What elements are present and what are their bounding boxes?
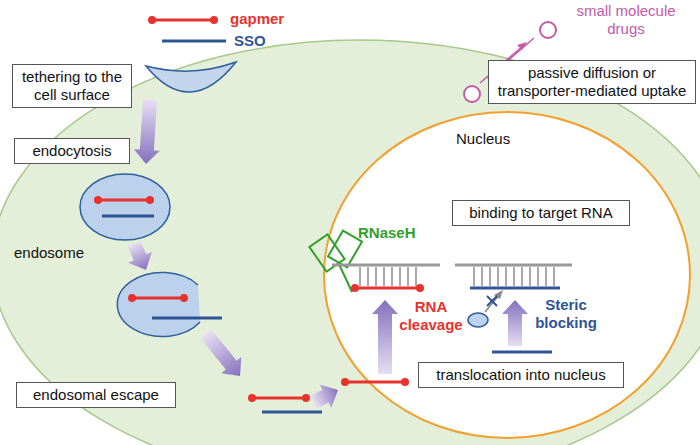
box-text: endosomal escape xyxy=(22,386,170,404)
nucleus-label: Nucleus xyxy=(456,130,510,147)
step-box: tethering to the cell surface xyxy=(12,64,132,108)
enzyme-label-text: RNaseH xyxy=(358,224,416,241)
step-box: endocytosis xyxy=(14,138,130,164)
enzyme-label: RNaseH xyxy=(358,224,416,242)
organelle-label: endosome xyxy=(14,244,84,262)
box-text: endocytosis xyxy=(20,142,124,160)
process-arrow xyxy=(128,241,152,270)
nucleus-outline xyxy=(322,110,692,440)
oligo-label: SSO xyxy=(234,32,266,50)
step-box: endosomal escape xyxy=(16,382,176,408)
process-arrow xyxy=(311,385,338,409)
mechanism-label: Steric blocking xyxy=(530,296,602,332)
process-arrow xyxy=(502,300,528,346)
oligo-label-text: SSO xyxy=(234,32,266,49)
nucleus-ellipse: Nucleus binding to target RNA xyxy=(322,110,692,440)
process-arrow xyxy=(201,330,242,376)
box-text: passive diffusion or transporter-mediate… xyxy=(494,64,690,100)
process-arrow xyxy=(372,300,398,374)
box-text: tethering to the cell surface xyxy=(18,68,126,104)
oligo-label-text: gapmer xyxy=(230,10,284,27)
mechanism-label-text: Steric blocking xyxy=(535,296,597,331)
mechanism-label-text: RNA cleavage xyxy=(399,298,462,333)
step-box: translocation into nucleus xyxy=(418,362,624,388)
mechanism-label: RNA cleavage xyxy=(398,298,464,334)
process-arrow xyxy=(134,100,160,164)
drug-label-text: small molecule drugs xyxy=(576,2,675,37)
oligo-label: gapmer xyxy=(230,10,284,28)
step-box: binding to target RNA xyxy=(452,200,630,226)
step-box: passive diffusion or transporter-mediate… xyxy=(488,60,696,104)
organelle-label-text: endosome xyxy=(14,244,84,261)
drug-label: small molecule drugs xyxy=(566,2,686,38)
box-text: translocation into nucleus xyxy=(424,366,618,384)
box-text: binding to target RNA xyxy=(458,204,624,222)
